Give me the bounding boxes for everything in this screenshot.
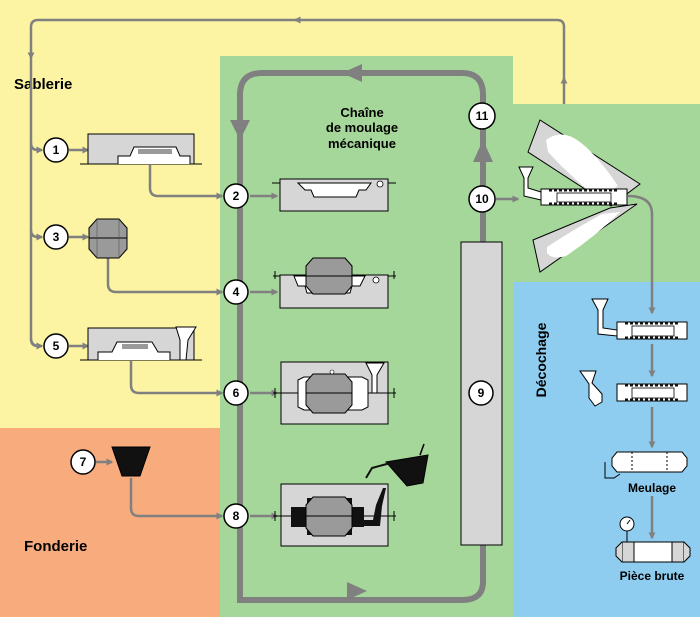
shakeout-station xyxy=(518,119,641,273)
svg-text:8: 8 xyxy=(233,509,240,523)
chaine-loop xyxy=(237,70,486,603)
core-3 xyxy=(88,218,128,259)
casting-after-shakeout xyxy=(591,298,688,340)
step-4: 4 xyxy=(223,279,249,305)
svg-text:5: 5 xyxy=(53,339,60,353)
fonderie-zone xyxy=(0,428,220,617)
step-circles: 1 2 3 4 5 6 7 8 9 10 11 xyxy=(43,102,496,529)
svg-text:6: 6 xyxy=(233,386,240,400)
chaine-label-line2: de moulage xyxy=(326,120,398,135)
loop-arrow-right xyxy=(473,140,493,162)
loop-arrow-left xyxy=(230,120,250,140)
step-3: 3 xyxy=(43,224,69,250)
finished-part xyxy=(615,516,691,563)
step-11: 11 xyxy=(468,102,496,130)
fonderie-label: Fonderie xyxy=(24,538,87,555)
meulage-label: Meulage xyxy=(628,481,676,495)
svg-text:10: 10 xyxy=(475,192,489,206)
svg-text:11: 11 xyxy=(476,109,489,123)
pattern-plate-5 xyxy=(80,326,202,361)
step-10: 10 xyxy=(468,185,496,213)
svg-text:7: 7 xyxy=(80,455,87,469)
step-6: 6 xyxy=(223,380,249,406)
step-1: 1 xyxy=(43,137,69,163)
casting-cleaned xyxy=(579,370,688,407)
sablerie-label: Sablerie xyxy=(14,76,72,93)
flow-lines xyxy=(27,16,656,540)
ladle-icon xyxy=(111,446,151,477)
step-9: 9 xyxy=(468,380,494,406)
step-7: 7 xyxy=(70,449,96,475)
chaine-label-line3: mécanique xyxy=(328,136,396,151)
casting-grinding xyxy=(604,451,688,479)
pattern-plate-1 xyxy=(80,133,202,165)
mould-4 xyxy=(273,257,396,309)
loop-arrow-top xyxy=(342,64,362,82)
decochage-label: Décochage xyxy=(533,322,549,397)
step-5: 5 xyxy=(43,333,69,359)
mould-8 xyxy=(273,443,429,547)
svg-text:1: 1 xyxy=(53,143,60,157)
step-2: 2 xyxy=(223,183,249,209)
chaine-label-line1: Chaîne xyxy=(340,105,383,120)
step-8: 8 xyxy=(223,503,249,529)
mould-6 xyxy=(273,361,396,425)
svg-text:4: 4 xyxy=(233,285,240,299)
svg-text:9: 9 xyxy=(478,386,485,400)
svg-text:2: 2 xyxy=(233,189,240,203)
piece-brute-label: Pièce brute xyxy=(620,569,685,583)
svg-text:3: 3 xyxy=(53,230,60,244)
loop-arrow-bottom xyxy=(347,582,367,600)
mould-2 xyxy=(272,178,396,212)
